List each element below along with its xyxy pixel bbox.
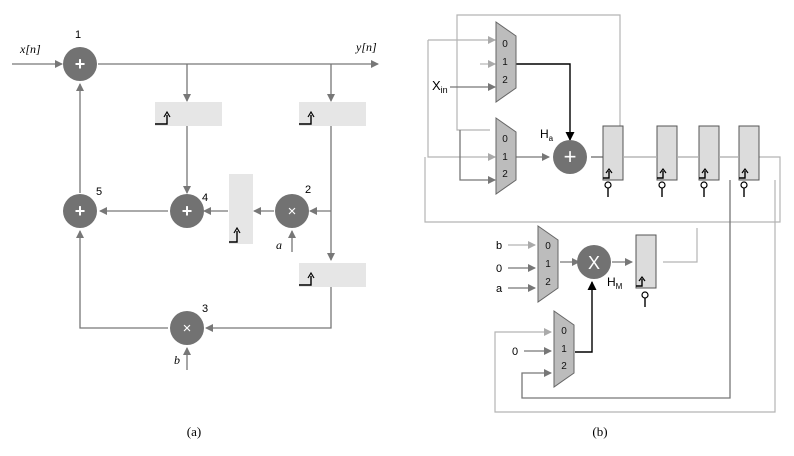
mux-selector-label: 2 [502,75,508,86]
clock-symbol [657,171,664,179]
adder-ha-node: + [553,140,587,174]
mult-symbol: X [588,253,600,273]
adder-node-4: + [170,194,204,228]
register-1 [155,102,222,126]
coef-a-label: a [276,238,282,252]
reset-symbol [700,181,708,189]
mux-upper [495,21,517,103]
mux-selector-label: 0 [545,241,551,252]
mux-lower [495,117,517,195]
clock-symbol [155,115,168,125]
register-2 [299,102,366,126]
reset-symbol [604,181,612,189]
node-number-3: 3 [202,303,208,315]
multiplier-hm-node: X [577,245,611,279]
clock-symbol [739,171,746,179]
clock-reset-symbols [603,168,749,307]
register-chain [602,125,760,289]
register-b4 [738,125,760,181]
register-b1 [602,125,624,181]
clock-symbol [299,115,312,125]
plus-symbol: + [75,201,86,221]
caption-a: (a) [187,424,201,439]
lower-mux-in2 [459,130,496,184]
reset-symbol [658,181,666,189]
register-loop-wire [521,180,731,399]
lower-mux-zero-label: 0 [512,346,518,358]
input-label: x[n] [19,42,41,56]
mux-selector-label: 0 [502,39,508,50]
panel-b: 0 1 2 0 1 2 0 1 2 0 1 2 + X [424,14,781,439]
plus-symbol: + [75,54,86,74]
mult-input-a: a [496,283,503,295]
output-label: y[n] [355,40,377,54]
register-3 [299,263,366,287]
register-b3 [698,125,720,181]
feedback-wire-top [456,14,621,148]
mux-selector-label: 1 [502,57,508,68]
mult-input-zero: 0 [496,263,502,275]
wire-reg3-to-mult3 [205,287,332,332]
plus-symbol: + [564,144,577,169]
node-number-2: 2 [305,184,311,196]
register-vertical [229,174,253,244]
times-symbol: × [183,320,192,337]
clock-symbol [636,279,643,287]
reset-symbol [641,291,649,299]
mult-input-b: b [496,240,502,252]
mux-selector-label: 1 [502,152,508,163]
mux-selector-label: 1 [561,344,567,355]
mux-selector-label: 0 [502,134,508,145]
lower-mux-to-mult [575,281,597,353]
node-number-4: 4 [202,192,208,204]
panel-a: + + + × × x[n] y[n] 1 2 3 4 5 a b (a) [12,29,379,439]
mux-multiplier [537,225,559,303]
xin-label: Xin [432,78,448,95]
mux-selector-label: 2 [561,361,567,372]
multiplier-node-2: × [275,194,309,228]
mux-selector-label: 0 [561,326,567,337]
caption-b: (b) [592,424,607,439]
node-number-5: 5 [96,186,102,198]
multiplier-node-3: × [170,311,204,345]
mux-selector-label: 1 [545,259,551,270]
lower-mux-in1 [427,40,496,161]
ha-label: Ha [540,127,554,143]
outer-loop-wire [494,180,776,413]
times-symbol: × [288,203,297,220]
hm-feedback-wire [663,228,698,263]
register-hm [635,234,657,289]
mux-bottom [553,310,575,388]
upper-mux-to-adder [516,63,575,141]
reset-symbol [740,181,748,189]
clock-symbol [699,171,706,179]
coef-b-label: b [174,353,180,367]
register-b2 [656,125,678,181]
mux-selector-label: 2 [502,169,508,180]
hm-label: HM [607,275,623,291]
adder-node-5: + [63,194,97,228]
plus-symbol: + [182,201,193,221]
clock-symbol [229,231,238,243]
wire-mult3-to-adder5 [76,230,168,329]
mux-selector-label: 2 [545,277,551,288]
adder-node-1: + [63,47,97,81]
clock-symbol [299,276,312,286]
node-number-1: 1 [75,29,81,41]
clock-symbol [603,171,610,179]
